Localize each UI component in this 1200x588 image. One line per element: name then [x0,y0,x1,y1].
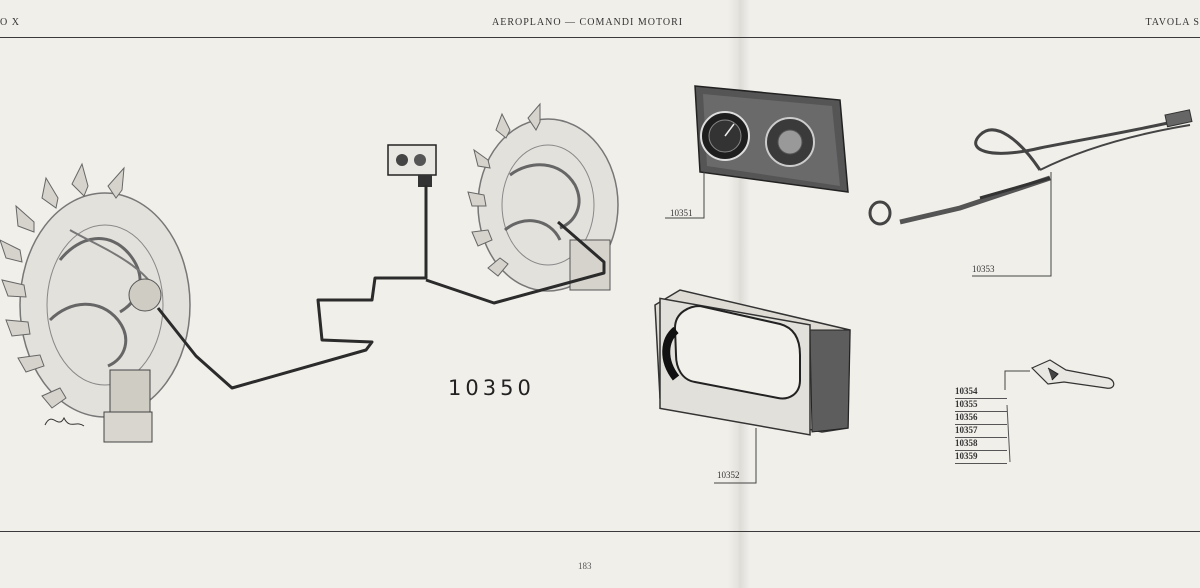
header-left: O X [0,17,20,28]
key-part-ref: 10359 [955,451,1007,464]
engine-left-illustration [0,162,191,443]
flexible-cable-illustration [868,109,1193,226]
page-number: 183 [578,561,592,571]
header-title: AEROPLANO — COMANDI MOTORI [492,17,684,28]
header-rule [0,37,1200,38]
frame-leader-line [714,428,757,484]
key-ref-bracket [1006,404,1011,463]
key-part-ref: 10354 [955,386,1007,399]
key-leader-line [1004,370,1030,390]
frame-part-ref: 10352 [717,470,740,480]
key-part-ref: 10355 [955,399,1007,412]
key-part-ref-list: 10354 10355 10356 10357 10358 10359 [955,386,1007,464]
control-cables [156,185,606,390]
header-plate: TAVOLA S [1145,17,1200,28]
panel-part-ref: 10351 [670,208,693,218]
cable-leader-line [972,172,1052,277]
cable-part-ref: 10353 [972,264,995,274]
mounting-frame-illustration [654,289,851,436]
footer-rule [0,531,1200,532]
engine-right-illustration [467,102,619,292]
assembly-number: 10350 [448,376,535,400]
key-part-ref: 10358 [955,438,1007,451]
key-part-ref: 10357 [955,425,1007,438]
key-illustration [1030,359,1115,389]
instrument-panel-illustration [694,85,849,193]
key-part-ref: 10356 [955,412,1007,425]
panel-leader-line [665,172,705,219]
control-box [387,144,437,187]
